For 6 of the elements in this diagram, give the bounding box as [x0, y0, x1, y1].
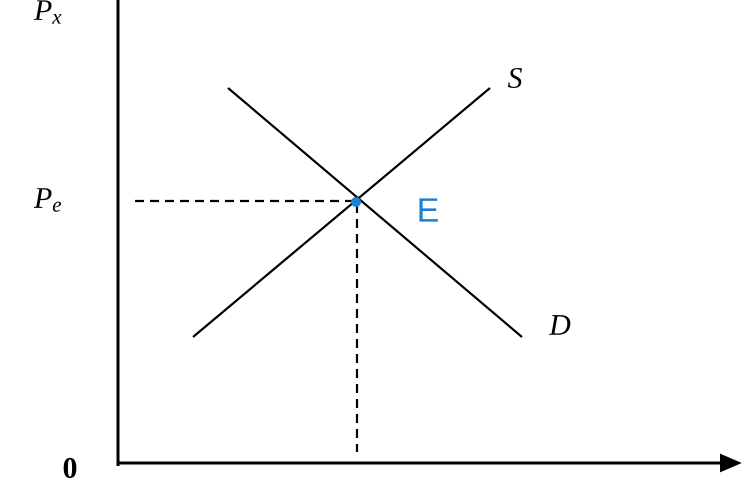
axis-label: P$_{e}$: [34, 188, 62, 212]
curve-label: S: [508, 68, 522, 88]
axis-label: P$_{x}$: [34, 0, 62, 24]
curve-label: D: [548, 315, 570, 335]
point-label: E: [420, 198, 438, 222]
origin-label: 0: [64, 458, 76, 478]
